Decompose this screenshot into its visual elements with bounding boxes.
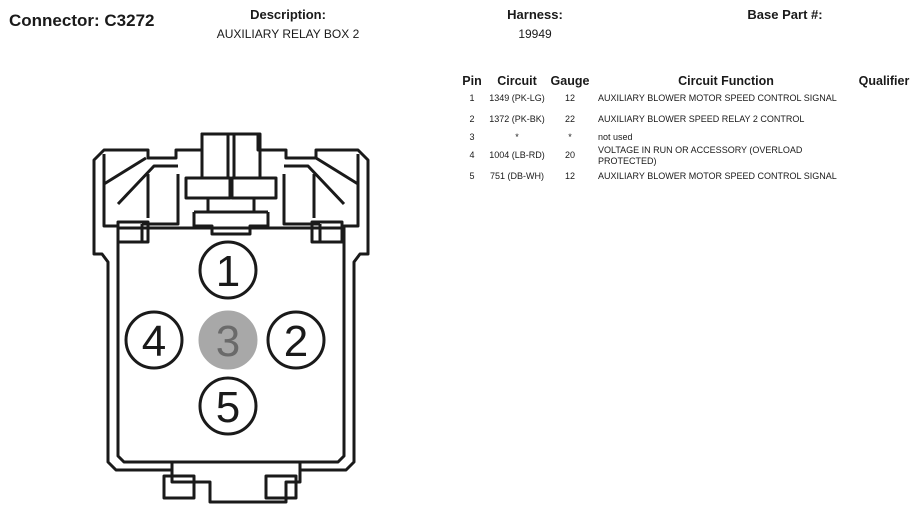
description-block: Description: AUXILIARY RELAY BOX 2: [190, 7, 386, 41]
pin-3-label: 3: [216, 317, 240, 366]
table-row: 2 1372 (PK-BK) 22 AUXILIARY BLOWER SPEED…: [455, 109, 914, 130]
pin-1-cavity: [198, 240, 258, 300]
col-header-qualifier: Qualifier: [858, 74, 910, 88]
cell-gauge: 12: [564, 93, 575, 104]
cell-circuit: 1349 (PK-LG): [489, 93, 545, 104]
cell-pin: 3: [469, 132, 475, 143]
pin-5-cavity: [198, 376, 258, 436]
cell-qualifier: [854, 166, 914, 187]
cell-qualifier: [854, 88, 914, 109]
table-header-row: Pin Circuit Gauge Circuit Function Quali…: [455, 72, 914, 88]
cell-function: AUXILIARY BLOWER MOTOR SPEED CONTROL SIG…: [598, 93, 837, 104]
cell-qualifier: [854, 109, 914, 130]
col-header-pin: Pin: [462, 74, 482, 88]
cell-pin: 4: [469, 150, 475, 161]
pinout-table: Pin Circuit Gauge Circuit Function Quali…: [455, 72, 914, 187]
pin-4-label: 4: [142, 317, 166, 366]
pin-3-cavity-unused: [198, 310, 258, 370]
cell-gauge: 22: [564, 114, 575, 125]
cell-gauge: 20: [564, 150, 575, 161]
table-row: 5 751 (DB-WH) 12 AUXILIARY BLOWER MOTOR …: [455, 166, 914, 187]
cell-pin: 2: [469, 114, 475, 125]
cell-function: not used: [598, 132, 633, 143]
description-label: Description:: [250, 7, 326, 22]
cell-circuit: 1372 (PK-BK): [489, 114, 545, 125]
base-part-label: Base Part #:: [747, 7, 823, 22]
harness-label: Harness:: [507, 7, 563, 22]
harness-block: Harness: 19949: [475, 7, 595, 41]
cell-function: AUXILIARY BLOWER MOTOR SPEED CONTROL SIG…: [598, 171, 837, 182]
description-value: AUXILIARY RELAY BOX 2: [216, 27, 360, 41]
pin-4-cavity: [124, 310, 184, 370]
base-part-block: Base Part #:: [725, 7, 845, 27]
pin-1-label: 1: [216, 247, 240, 296]
table-row: 3 * * not used: [455, 130, 914, 145]
pin-2-label: 2: [284, 317, 308, 366]
cell-circuit: *: [515, 132, 519, 143]
connector-face-diagram: 1 4 3 2 5: [92, 132, 370, 504]
col-header-circuit: Circuit: [497, 74, 537, 88]
cell-pin: 5: [469, 171, 475, 182]
cell-qualifier: [854, 130, 914, 145]
table-row: 4 1004 (LB-RD) 20 VOLTAGE IN RUN OR ACCE…: [455, 145, 914, 166]
cell-function: AUXILIARY BLOWER SPEED RELAY 2 CONTROL: [598, 114, 805, 125]
cell-qualifier: [854, 145, 914, 166]
pin-2-cavity: [266, 310, 326, 370]
cell-pin: 1: [469, 93, 475, 104]
cell-circuit: 751 (DB-WH): [489, 171, 544, 182]
pin-5-label: 5: [216, 383, 240, 432]
col-header-circuit-function: Circuit Function: [678, 74, 774, 88]
harness-value: 19949: [518, 27, 552, 41]
connector-housing: [92, 132, 370, 504]
cell-function: VOLTAGE IN RUN OR ACCESSORY (OVERLOAD PR…: [598, 145, 803, 166]
cell-gauge: 12: [564, 171, 575, 182]
cell-gauge: *: [568, 132, 572, 143]
connector-pins: 1 4 3 2 5: [124, 240, 326, 436]
table-row: 1 1349 (PK-LG) 12 AUXILIARY BLOWER MOTOR…: [455, 88, 914, 109]
connector-title: Connector: C3272: [9, 11, 155, 30]
cell-circuit: 1004 (LB-RD): [489, 150, 545, 161]
col-header-gauge: Gauge: [550, 74, 590, 88]
